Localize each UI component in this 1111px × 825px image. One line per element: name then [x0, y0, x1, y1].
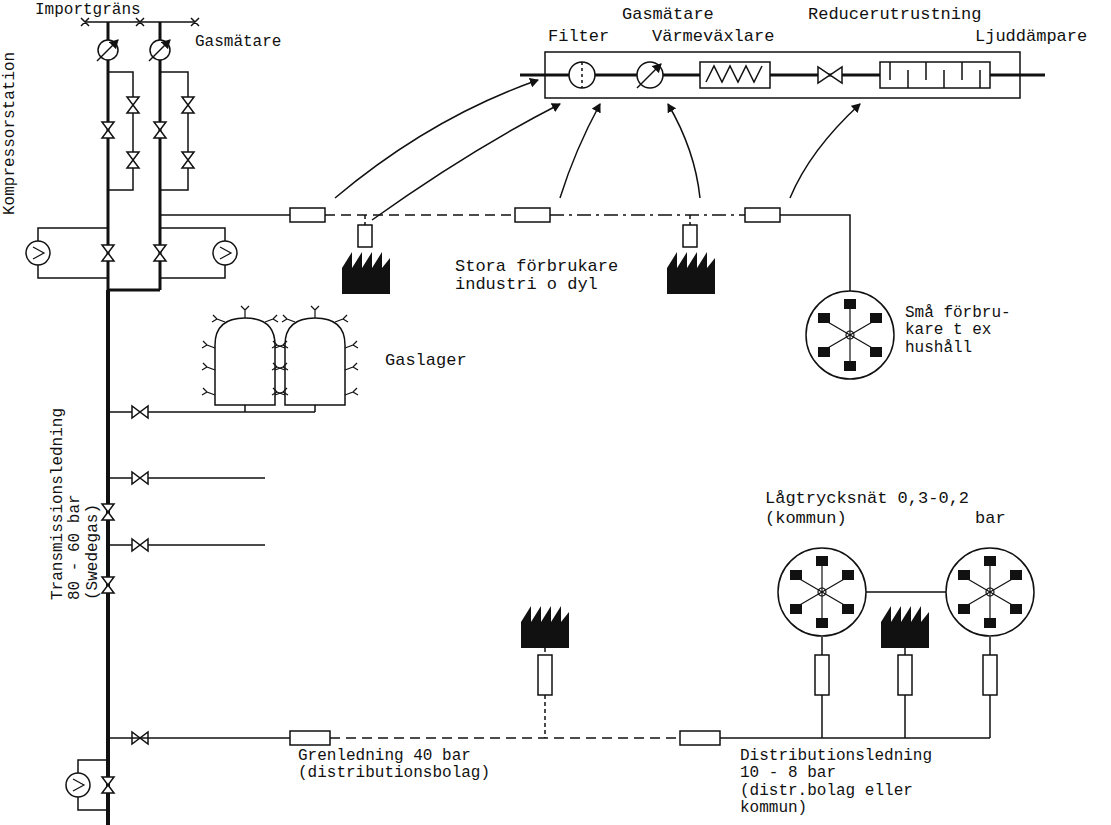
distribution-lines	[108, 592, 997, 745]
cavern-crack	[212, 315, 225, 322]
cavern-crack	[335, 315, 348, 322]
low-pressure-net	[806, 291, 894, 379]
cavern-crack	[265, 315, 278, 322]
industry-icon	[881, 606, 929, 648]
label: Gasmätare	[195, 34, 305, 51]
label: Filter	[548, 28, 623, 46]
label: bar	[975, 510, 1015, 528]
equipment-box	[520, 52, 1045, 98]
gas-storage-caverns	[202, 306, 358, 405]
cavern-crack	[282, 315, 295, 322]
label: Små förbru- kare t ex hushåll	[905, 305, 1025, 357]
label: Distributionsledning 10 - 8 bar (distr.b…	[740, 748, 955, 817]
cavern-crack	[202, 363, 215, 370]
label: Importgräns	[35, 2, 165, 19]
label: Lågtrycksnät 0,3-0,2	[765, 490, 980, 508]
compressor-station-pipes	[38, 22, 225, 290]
import-border	[81, 18, 199, 26]
vertical-label: Kompressorstation	[2, 25, 19, 215]
cavern-crack	[311, 306, 319, 318]
label: Ljuddämpare	[975, 28, 1100, 46]
cavern-crack	[272, 363, 285, 370]
industry-icon	[667, 252, 715, 294]
low-pressure-net	[946, 548, 1034, 636]
low-pressure-net	[778, 548, 866, 636]
label: Stora förbrukare industri o dyl	[455, 258, 635, 295]
label: Gaslager	[385, 352, 485, 370]
label: (kommun)	[765, 510, 865, 528]
label: Värmeväxlare	[652, 28, 787, 46]
industry-icon	[342, 252, 390, 294]
label: Gasmätare	[622, 6, 732, 24]
label: Reducerutrustning	[808, 6, 998, 24]
cavern-crack	[241, 306, 249, 318]
callout-arrows	[335, 80, 860, 220]
industry-icon	[521, 606, 569, 648]
meters-valves-compressors	[26, 40, 237, 797]
cavern-crack	[202, 341, 215, 348]
vertical-label: Transmissionsledning 80 - 60 bar (Swedeg…	[50, 400, 102, 600]
cavern-crack	[272, 388, 285, 395]
cavern-crack	[345, 388, 358, 395]
main-transmission-pipe	[78, 290, 315, 825]
cavern-crack	[345, 341, 358, 348]
cavern-crack	[272, 341, 285, 348]
label: Grenledning 40 bar (distributionsbolag)	[298, 748, 513, 783]
cavern-crack	[345, 363, 358, 370]
cavern-crack	[202, 388, 215, 395]
